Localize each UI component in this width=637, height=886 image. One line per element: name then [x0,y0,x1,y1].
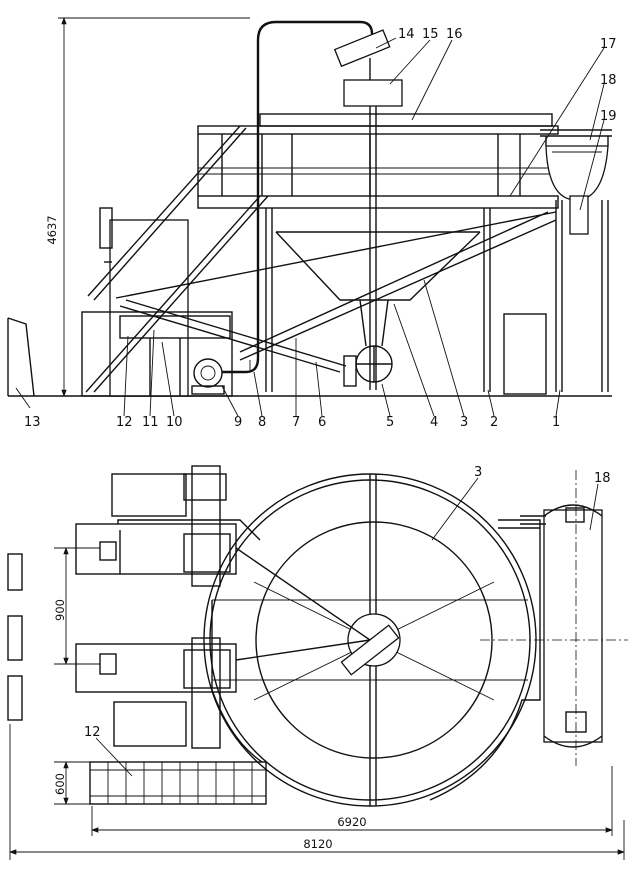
label-17: 17 [600,37,617,52]
plan-label-3: 3 [474,465,482,480]
label-13: 13 [24,415,41,430]
label-8: 8 [258,415,266,430]
inner-length-dimension-label: 6920 [337,815,366,829]
label-5: 5 [386,415,394,430]
total-length-dimension-label: 8120 [303,837,332,851]
label-4: 4 [430,415,438,430]
height-dimension-label: 4637 [45,215,59,244]
label-7: 7 [292,415,300,430]
side-view: 4 6 3 7 [7,17,617,430]
conveyor-width-dimension-label: 600 [53,773,67,795]
label-3: 3 [460,415,468,430]
label-11: 11 [142,415,159,430]
plan-label-12: 12 [84,725,101,740]
label-18: 18 [600,73,617,88]
height-dimension-line: 4637 [45,17,250,397]
label-9: 9 [234,415,242,430]
label-6: 6 [318,415,326,430]
label-2: 2 [490,415,498,430]
spacing-dimension-label: 900 [53,599,67,621]
label-1: 1 [552,415,560,430]
label-14: 14 [398,27,415,42]
plan-label-18: 18 [594,471,611,486]
label-12: 12 [116,415,133,430]
label-15: 15 [422,27,439,42]
label-10: 10 [166,415,183,430]
label-19: 19 [600,109,617,124]
label-16: 16 [446,27,463,42]
plan-view: 900 [7,465,628,860]
